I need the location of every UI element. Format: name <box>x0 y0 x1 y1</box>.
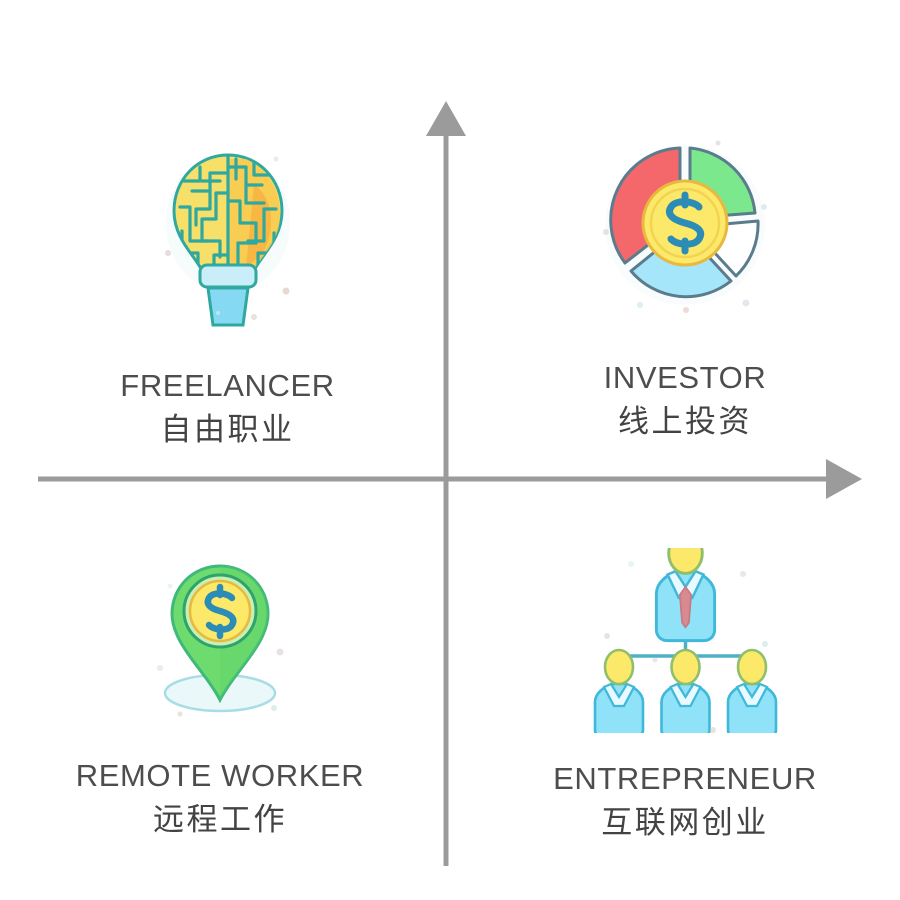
quadrant-freelancer-labels: FREELANCER 自由职业 <box>120 368 334 448</box>
quadrant-remote-worker[interactable]: REMOTE WORKER 远程工作 <box>40 548 400 838</box>
vertical-axis <box>426 101 466 866</box>
org-chart-person-leader <box>654 548 716 643</box>
quadrant-entrepreneur-subtitle: 互联网创业 <box>601 804 769 840</box>
quadrant-investor-title: INVESTOR <box>603 360 767 395</box>
quadrant-entrepreneur[interactable]: ENTREPRENEUR 互联网创业 <box>495 548 875 841</box>
org-chart-person-3 <box>726 648 777 733</box>
quadrant-remote-worker-labels: REMOTE WORKER 远程工作 <box>76 758 365 838</box>
quadrant-entrepreneur-title: ENTREPRENEUR <box>553 761 817 796</box>
quadrant-freelancer-subtitle: 自由职业 <box>160 411 295 447</box>
quadrant-investor-subtitle: 线上投资 <box>618 403 752 439</box>
org-chart-people-icon <box>593 548 777 733</box>
quadrant-remote-worker-subtitle: 远程工作 <box>153 801 287 837</box>
horizontal-axis <box>38 459 862 499</box>
quadrant-investor[interactable]: INVESTOR 线上投资 <box>500 135 870 440</box>
quadrant-investor-labels: INVESTOR 线上投资 <box>604 360 767 440</box>
org-chart-person-1 <box>593 648 644 733</box>
org-chart-person-2 <box>659 648 711 733</box>
quadrant-entrepreneur-labels: ENTREPRENEUR 互联网创业 <box>553 761 817 841</box>
brain-lightbulb-icon <box>164 153 290 327</box>
map-pin-coin-icon <box>157 564 284 717</box>
quadrant-freelancer-title: FREELANCER <box>120 368 335 403</box>
quadrant-freelancer[interactable]: FREELANCER 自由职业 <box>50 145 405 448</box>
quadrant-remote-worker-title: REMOTE WORKER <box>75 758 365 793</box>
pie-chart-coin-icon <box>602 140 767 313</box>
